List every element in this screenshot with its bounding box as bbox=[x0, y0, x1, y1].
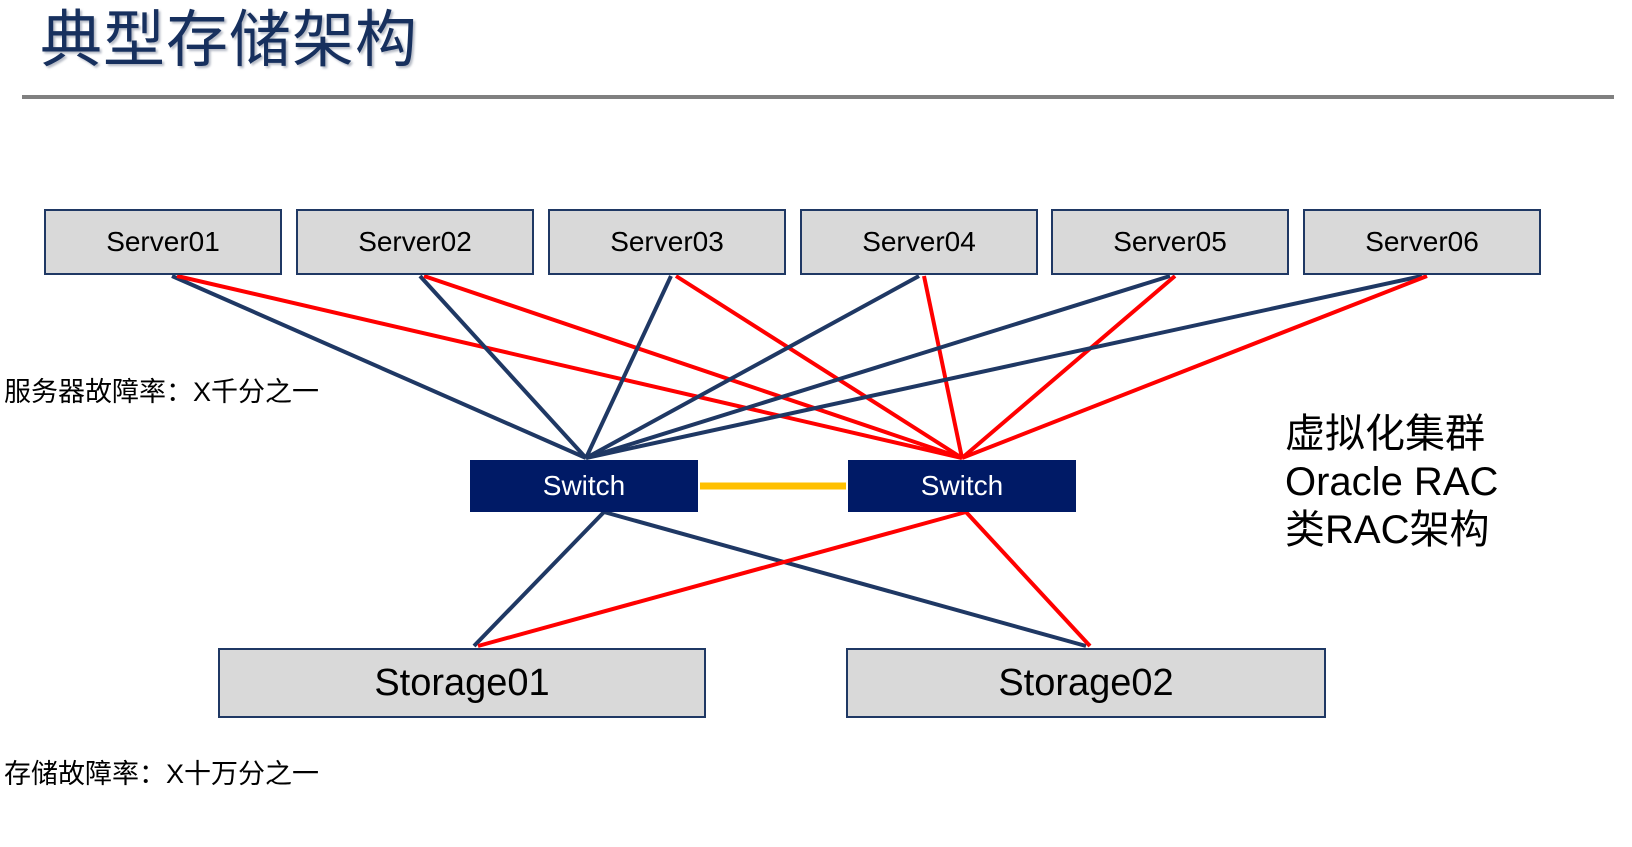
storage-box-01[interactable]: Storage01 bbox=[218, 648, 706, 718]
page-title: 典型存储架构 bbox=[40, 6, 419, 75]
connection-line-server02-to-switch01 bbox=[418, 274, 588, 460]
server-box-06[interactable]: Server06 bbox=[1303, 209, 1541, 275]
connection-line-server06-to-switch01 bbox=[585, 274, 1423, 460]
connection-line-server03-to-switch02 bbox=[674, 274, 964, 460]
cluster-note: 虚拟化集群 Oracle RAC 类RAC架构 bbox=[1285, 410, 1498, 554]
switch-label: Switch bbox=[542, 470, 626, 501]
storage-failure-rate-note: 存储故障率：X十万分之一 bbox=[4, 759, 320, 789]
connection-line-server04-to-switch01 bbox=[585, 274, 920, 460]
server-failure-rate-note: 服务器故障率：X千分之一 bbox=[4, 377, 320, 407]
server-box-01[interactable]: Server01 bbox=[44, 209, 282, 275]
switch-label: Switch bbox=[920, 470, 1004, 501]
connection-line-server06-to-switch02 bbox=[961, 274, 1428, 460]
server-label: Server01 bbox=[106, 226, 220, 257]
connection-line-server01-to-switch02 bbox=[176, 274, 963, 460]
server-label: Server04 bbox=[862, 226, 976, 257]
edge-layer bbox=[171, 274, 1428, 648]
switch-box-01[interactable]: Switch bbox=[470, 460, 698, 512]
connection-line-server05-to-switch02 bbox=[960, 274, 1177, 460]
connection-line-server02-to-switch02 bbox=[423, 274, 963, 460]
storage-box-02[interactable]: Storage02 bbox=[846, 648, 1326, 718]
storage-label: Storage02 bbox=[998, 661, 1174, 704]
cluster-note-line-1: 虚拟化集群 bbox=[1285, 412, 1485, 456]
cluster-note-line-3: 类RAC架构 bbox=[1285, 508, 1490, 552]
connection-line-server03-to-switch01 bbox=[584, 275, 673, 459]
storage-label: Storage01 bbox=[374, 661, 550, 704]
server-box-02[interactable]: Server02 bbox=[296, 209, 534, 275]
switch-box-02[interactable]: Switch bbox=[848, 460, 1076, 512]
server-label: Server05 bbox=[1113, 226, 1227, 257]
connection-line-server01-to-switch01 bbox=[171, 274, 587, 460]
connection-line-server05-to-switch01 bbox=[585, 274, 1171, 460]
server-label: Server02 bbox=[358, 226, 472, 257]
connection-line-switch02-to-storage01 bbox=[477, 510, 967, 648]
connection-line-switch01-to-storage02 bbox=[603, 510, 1087, 648]
server-box-05[interactable]: Server05 bbox=[1051, 209, 1289, 275]
server-label: Server03 bbox=[610, 226, 724, 257]
title-divider bbox=[22, 95, 1614, 99]
connection-line-server04-to-switch02 bbox=[922, 275, 964, 459]
cluster-note-line-2: Oracle RAC bbox=[1285, 460, 1499, 504]
server-label: Server06 bbox=[1365, 226, 1479, 257]
server-box-04[interactable]: Server04 bbox=[800, 209, 1038, 275]
connection-line-switch02-to-storage02 bbox=[964, 510, 1092, 648]
server-box-03[interactable]: Server03 bbox=[548, 209, 786, 275]
connection-line-switch01-to-storage01 bbox=[472, 510, 606, 648]
